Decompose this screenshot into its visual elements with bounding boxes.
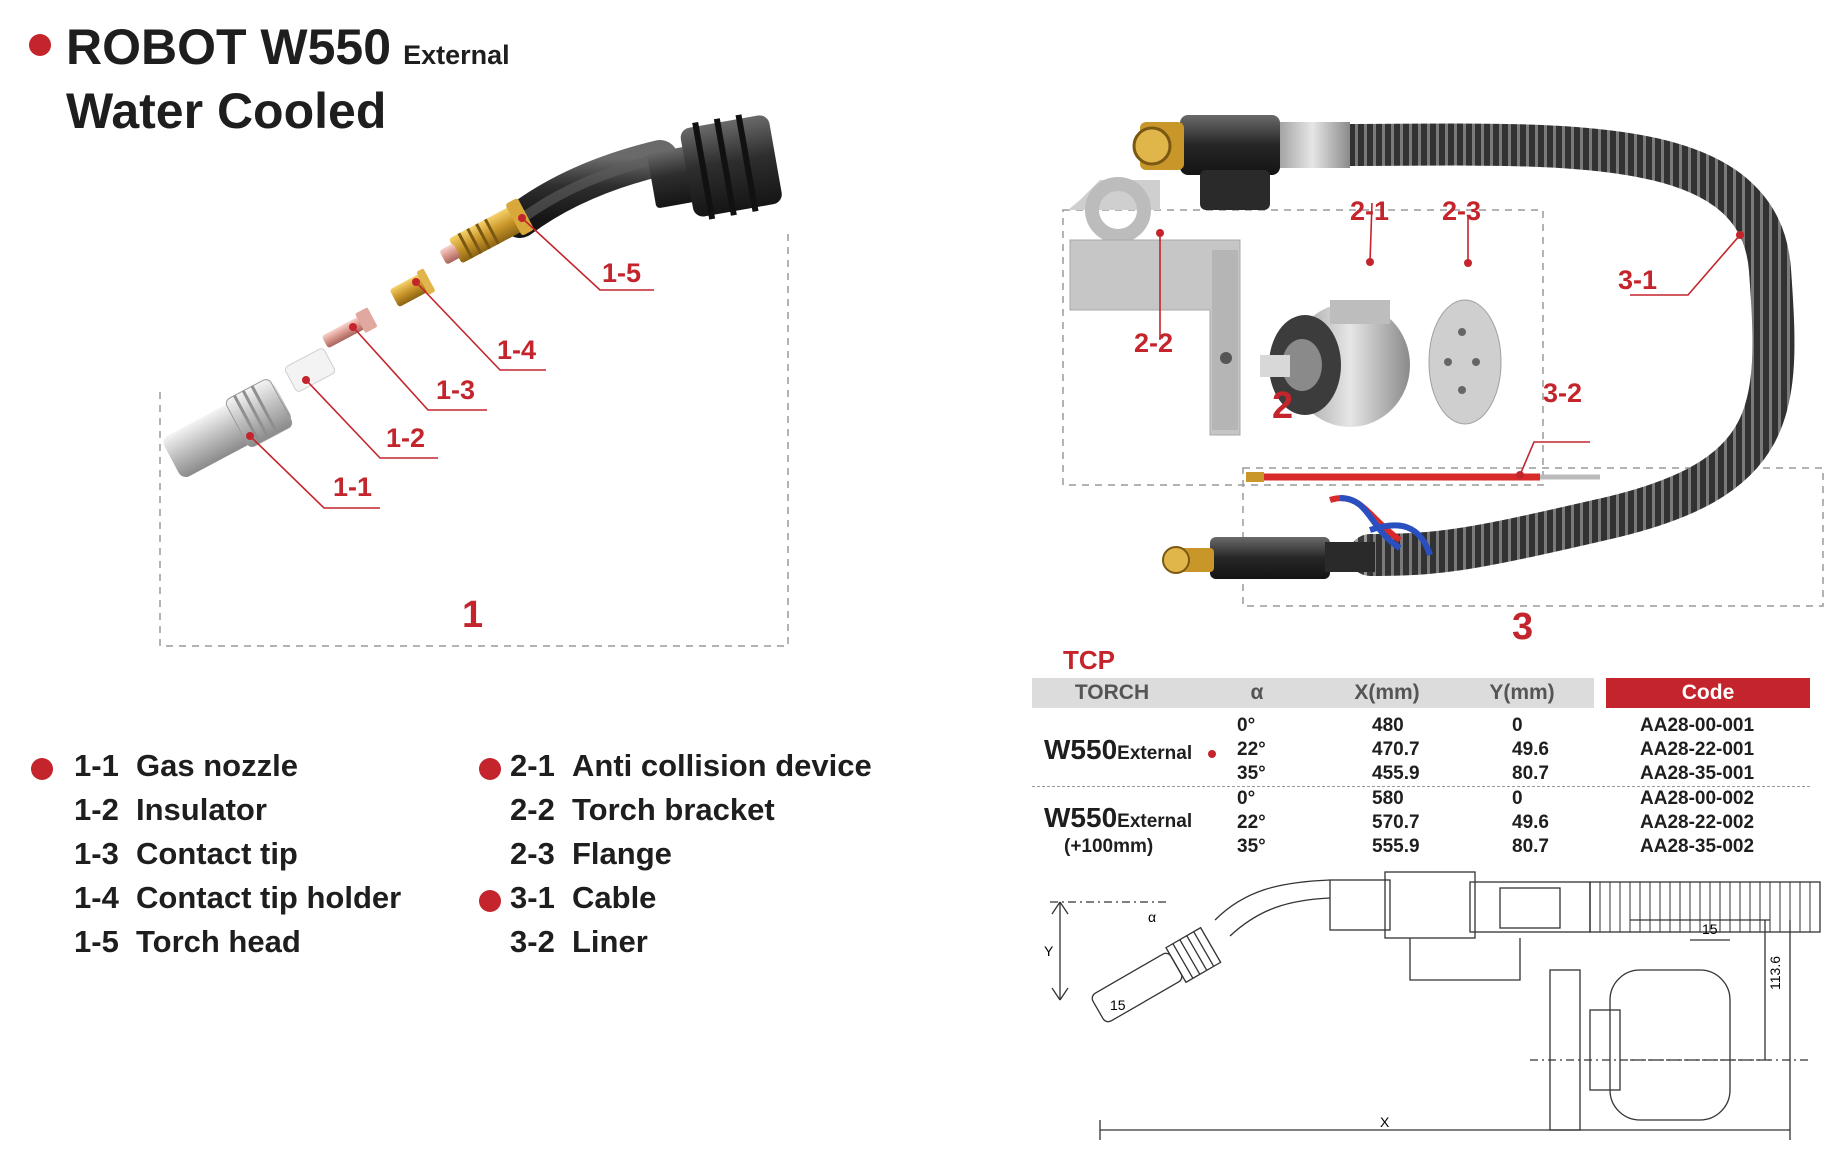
technical-drawing: Y X 15 15 113.6 α — [1044, 871, 1821, 1140]
header-x: X(mm) — [1354, 681, 1420, 704]
cable-coil — [1319, 123, 1795, 576]
table-header-code-bg — [1606, 678, 1810, 708]
group1-leader-dots — [246, 214, 526, 440]
table-header-bg — [1032, 678, 1594, 708]
flange-part — [1428, 299, 1502, 425]
parts-right-bullet-2 — [479, 890, 501, 912]
dim-113: 113.6 — [1767, 956, 1783, 990]
dim-alpha: α — [1148, 909, 1156, 925]
gas-nozzle-part — [163, 379, 293, 478]
tcp-table: TORCH α X(mm) Y(mm) Code W550External 0°… — [1032, 678, 1810, 858]
torch-note: (+100mm) — [1064, 836, 1154, 857]
torch-exploded-view — [159, 114, 789, 647]
callout-3-2: 3-2 — [1543, 378, 1583, 408]
title-bullet — [29, 34, 51, 56]
callout-2-3: 2-3 — [1442, 196, 1482, 226]
group2-3-leaders — [1159, 202, 1741, 476]
group2-box — [1062, 209, 1544, 486]
top-connector — [1132, 115, 1350, 210]
bottom-connector — [1162, 495, 1433, 579]
callout-3-1: 3-1 — [1618, 265, 1658, 295]
group1-leaders — [249, 217, 654, 509]
mount-and-cable-view — [1062, 115, 1824, 607]
dim-15-left: 15 — [1110, 997, 1126, 1013]
callout-1-3: 1-3 — [436, 375, 476, 405]
group-2-label: 2 — [1272, 385, 1294, 427]
header-torch: TORCH — [1074, 681, 1150, 704]
page-title: ROBOT W550 External — [66, 18, 510, 76]
tcp-label: TCP — [1063, 645, 1115, 675]
header-code: Code — [1681, 681, 1735, 704]
callout-2-2: 2-2 — [1134, 328, 1174, 358]
table-divider — [1032, 786, 1810, 787]
group-1-label: 1 — [462, 594, 484, 636]
dim-15-right: 15 — [1702, 921, 1718, 937]
callout-2-1: 2-1 — [1350, 196, 1390, 226]
callout-1-1: 1-1 — [333, 472, 373, 502]
contact-tip-part — [322, 307, 377, 348]
torch-name: W550External — [1044, 734, 1193, 765]
callout-1-5: 1-5 — [602, 258, 642, 288]
parts-left-bullet — [31, 758, 53, 780]
header-alpha: α — [1250, 681, 1264, 704]
page-subtitle: Water Cooled — [66, 83, 387, 139]
parts-right-bullet-1 — [479, 758, 501, 780]
insulator-part — [284, 348, 336, 392]
group-3-label: 3 — [1512, 606, 1534, 648]
title-suffix: External — [403, 40, 510, 70]
torch-bullet — [1208, 750, 1216, 758]
torch-rear-body — [647, 114, 782, 220]
torch-bracket-part — [1068, 177, 1241, 436]
header-y: Y(mm) — [1489, 681, 1555, 704]
anti-collision-part — [1260, 300, 1410, 427]
torch-name-long: W550External — [1044, 802, 1193, 833]
callout-1-4: 1-4 — [497, 335, 537, 365]
dim-y: Y — [1044, 943, 1054, 959]
contact-tip-holder-part — [390, 268, 435, 307]
callout-1-2: 1-2 — [386, 423, 426, 453]
title-main: ROBOT W550 — [66, 19, 392, 75]
liner-part — [1246, 472, 1600, 482]
dim-x: X — [1380, 1114, 1390, 1130]
